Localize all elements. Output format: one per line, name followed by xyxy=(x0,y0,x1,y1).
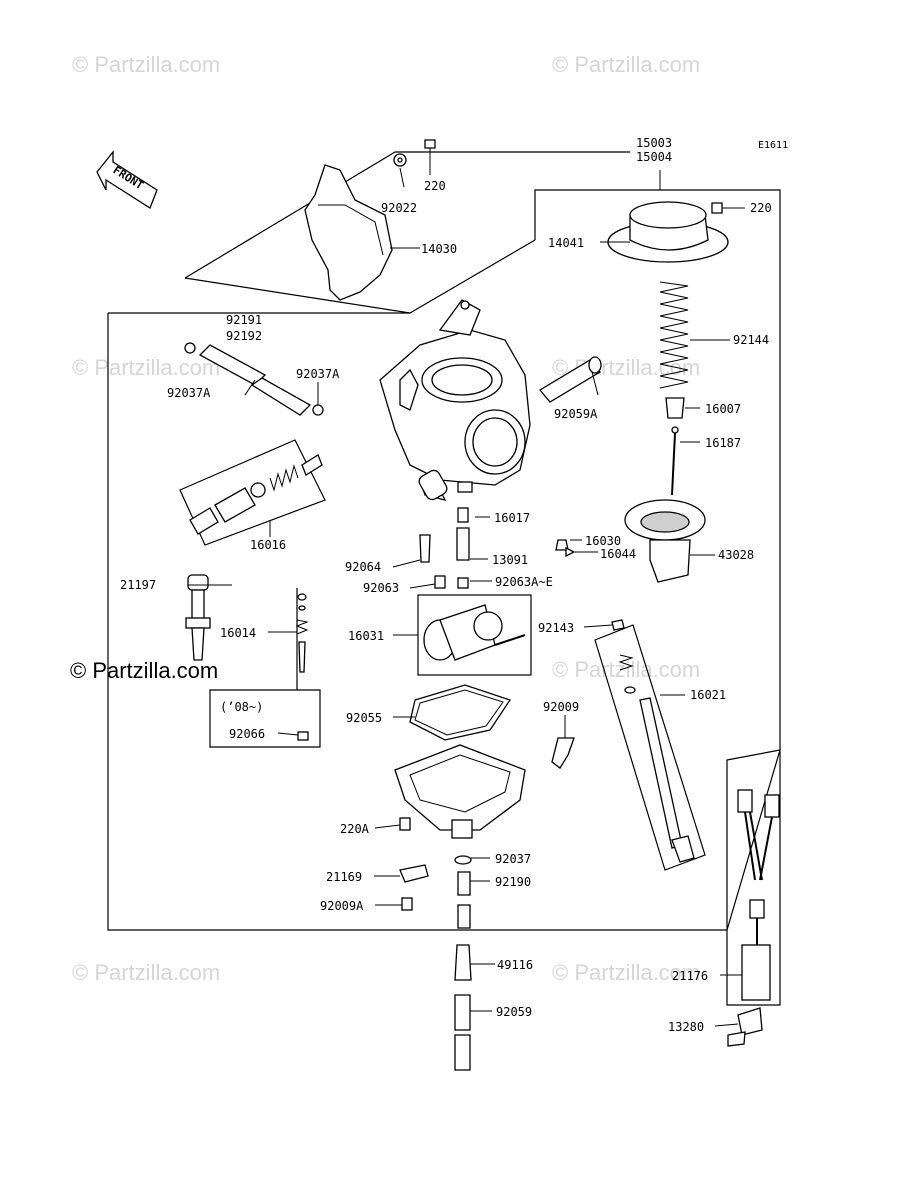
label-16021: 16021 xyxy=(690,688,726,702)
watermarks: © Partzilla.com © Partzilla.com © Partzi… xyxy=(70,52,700,985)
label-92022: 92022 xyxy=(381,201,417,215)
pilot-screw-21197 xyxy=(185,574,211,661)
float-bowl xyxy=(394,744,526,839)
pilot-jet-16014 xyxy=(209,588,321,748)
screw-92009 xyxy=(551,737,575,769)
wiring-21176 xyxy=(726,749,781,1047)
choke-16021 xyxy=(594,619,706,871)
label-16044: 16044 xyxy=(600,547,636,561)
leader-lines xyxy=(188,155,745,1027)
cover-14030 xyxy=(304,139,436,301)
label-92143: 92143 xyxy=(538,621,574,635)
watermark: © Partzilla.com xyxy=(72,52,220,77)
label-220: 220 xyxy=(424,179,446,193)
diagram-code: E1611 xyxy=(758,140,788,151)
label-49116: 49116 xyxy=(497,958,533,972)
label-92144: 92144 xyxy=(733,333,769,347)
holder-16007 xyxy=(665,397,685,419)
label-220A: 220A xyxy=(340,822,370,836)
label-16030: 16030 xyxy=(585,534,621,548)
label-92059: 92059 xyxy=(496,1005,532,1019)
label-16007: 16007 xyxy=(705,402,741,416)
label-16017: 16017 xyxy=(494,511,530,525)
starter-plunger-16016 xyxy=(179,439,326,546)
hoses-92191 xyxy=(184,342,324,416)
watermark: © Partzilla.com xyxy=(552,52,700,77)
label-15003: 15003 xyxy=(636,136,672,150)
label-92190: 92190 xyxy=(495,875,531,889)
watermark: © Partzilla.com xyxy=(552,960,700,985)
label-08: (’08~) xyxy=(220,700,263,714)
label-16031: 16031 xyxy=(348,629,384,643)
label-21169: 21169 xyxy=(326,870,362,884)
label-92059A: 92059A xyxy=(554,407,598,421)
jets xyxy=(419,507,576,589)
top-cap-14041 xyxy=(607,201,729,263)
watermark: © Partzilla.com xyxy=(552,657,700,682)
label-92066: 92066 xyxy=(229,727,265,741)
gasket-92055 xyxy=(409,684,512,741)
hose-92059A xyxy=(539,356,602,403)
spring-92144 xyxy=(659,281,689,389)
label-92009A: 92009A xyxy=(320,899,364,913)
diaphragm-43028 xyxy=(624,499,706,583)
label-14041: 14041 xyxy=(548,236,584,250)
watermark: © Partzilla.com xyxy=(72,355,220,380)
watermark-main: © Partzilla.com xyxy=(70,658,218,683)
label-16016: 16016 xyxy=(250,538,286,552)
label-13280: 13280 xyxy=(668,1020,704,1034)
label-15004: 15004 xyxy=(636,150,672,164)
label-92192: 92192 xyxy=(226,329,262,343)
label-21197: 21197 xyxy=(120,578,156,592)
label-16014: 16014 xyxy=(220,626,256,640)
label-21176: 21176 xyxy=(672,969,708,983)
label-13091: 13091 xyxy=(492,553,528,567)
label-92191: 92191 xyxy=(226,313,262,327)
label-92037A: 92037A xyxy=(296,367,340,381)
part-labels: 15003 15004 220 220 92022 14030 14041 92… xyxy=(120,136,772,1034)
throttle-16031 xyxy=(417,594,532,676)
label-92063: 92063 xyxy=(363,581,399,595)
watermark: © Partzilla.com xyxy=(72,960,220,985)
label-92064: 92064 xyxy=(345,560,381,574)
label-92037A: 92037A xyxy=(167,386,211,400)
front-arrow-icon: FRONT xyxy=(96,150,158,209)
label-16187: 16187 xyxy=(705,436,741,450)
drain-parts xyxy=(399,817,472,1071)
label-92055: 92055 xyxy=(346,711,382,725)
label-220: 220 xyxy=(750,201,772,215)
carburetor-body xyxy=(379,299,531,501)
label-92037: 92037 xyxy=(495,852,531,866)
label-14030: 14030 xyxy=(421,242,457,256)
label-92063A-E: 92063A~E xyxy=(495,575,553,589)
label-92009: 92009 xyxy=(543,700,579,714)
needle-16187 xyxy=(671,426,679,496)
label-43028: 43028 xyxy=(718,548,754,562)
